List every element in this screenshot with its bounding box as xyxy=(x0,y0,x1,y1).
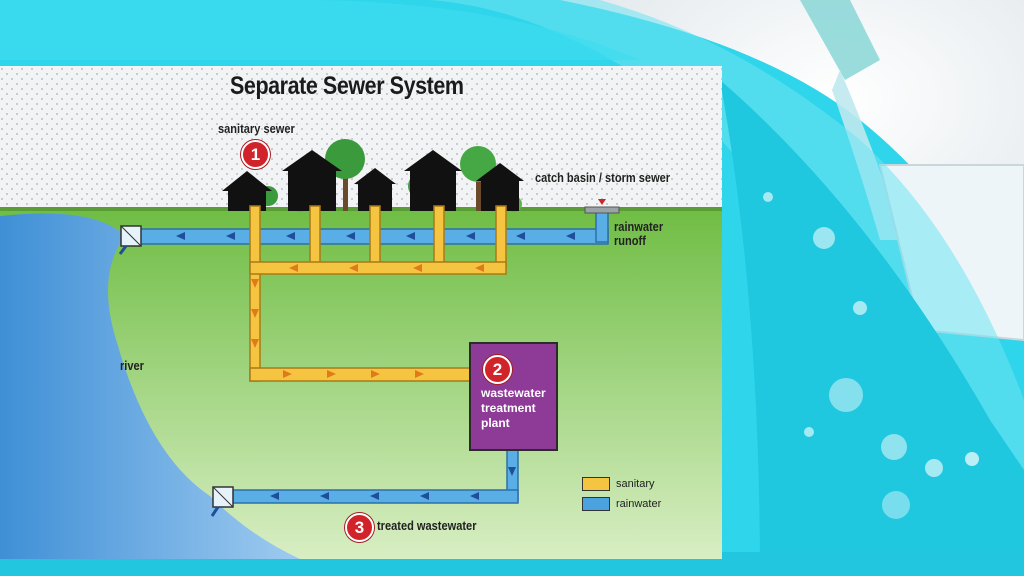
legend-label-rainwater: rainwater xyxy=(616,498,662,510)
marker-1: 1 xyxy=(241,140,270,169)
plant-line-1: wastewater xyxy=(481,386,546,400)
water-photo-area xyxy=(560,0,1024,330)
house-icon xyxy=(222,150,524,211)
sanitary-sewer-label: sanitary sewer xyxy=(218,121,295,136)
marker-2: 2 xyxy=(483,355,512,384)
plant-line-2: treatment xyxy=(481,401,536,415)
plant-line-3: plant xyxy=(481,416,510,430)
bottle-icon xyxy=(800,0,880,80)
legend-label-sanitary: sanitary xyxy=(616,478,655,490)
treatment-plant: 2 wastewater treatment plant xyxy=(469,342,558,451)
rainwater-label: rainwater xyxy=(614,219,664,234)
marker-3: 3 xyxy=(345,513,374,542)
river-label: river xyxy=(120,358,144,373)
diagram-title: Separate Sewer System xyxy=(230,72,464,100)
treatment-plant-label: wastewater treatment plant xyxy=(481,386,556,431)
treated-wastewater-label: treated wastewater xyxy=(377,518,477,533)
sewer-diagram-panel: Separate Sewer System sanitary sewer 1 c… xyxy=(0,66,722,559)
catch-basin-label: catch basin / storm sewer xyxy=(535,170,671,185)
storm-outlet-icon xyxy=(118,225,142,255)
legend-item-rainwater: rainwater xyxy=(582,497,661,511)
legend-swatch-rainwater xyxy=(582,497,610,511)
runoff-label: runoff xyxy=(614,233,646,248)
legend-item-sanitary: sanitary xyxy=(582,477,655,491)
river xyxy=(0,213,300,559)
sewer-diagram xyxy=(0,66,722,559)
treated-outlet-icon xyxy=(210,486,234,517)
legend-swatch-sanitary xyxy=(582,477,610,491)
